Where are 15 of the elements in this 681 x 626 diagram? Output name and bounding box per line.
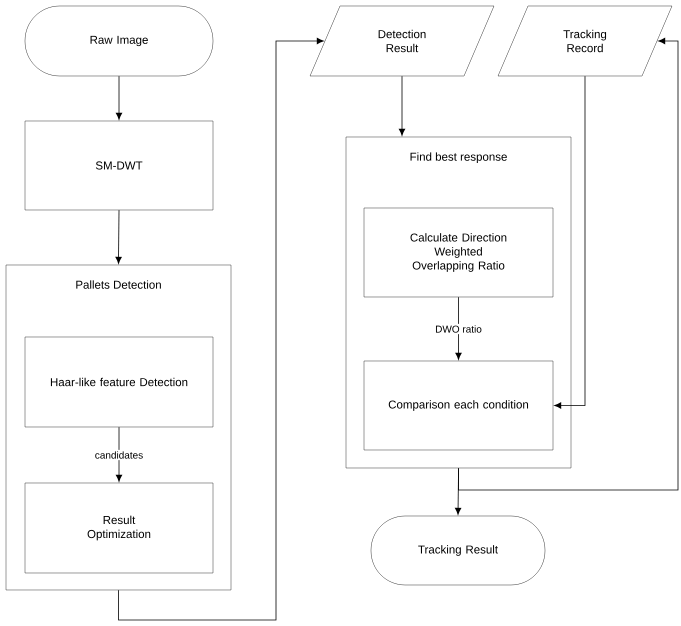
data-parallelogram: Tracking Record — [498, 6, 672, 76]
arrow — [398, 76, 406, 136]
process-box: Result Optimization — [24, 482, 214, 574]
arrow — [554, 76, 586, 409]
process-box: Haar-like feature Detection — [24, 336, 214, 428]
process-box: Comparison each condition — [364, 360, 554, 450]
arrow — [115, 210, 122, 264]
process-box: SM-DWT — [24, 120, 214, 210]
arrow — [116, 76, 122, 120]
edge-label: DWO ratio — [434, 324, 484, 334]
process-box: Calculate Direction Weighted Overlapping Ratio — [364, 208, 554, 298]
arrow — [458, 38, 678, 490]
data-parallelogram: Detection Result — [310, 6, 494, 76]
edge-label: candidates — [93, 450, 145, 460]
arrow — [118, 38, 324, 620]
